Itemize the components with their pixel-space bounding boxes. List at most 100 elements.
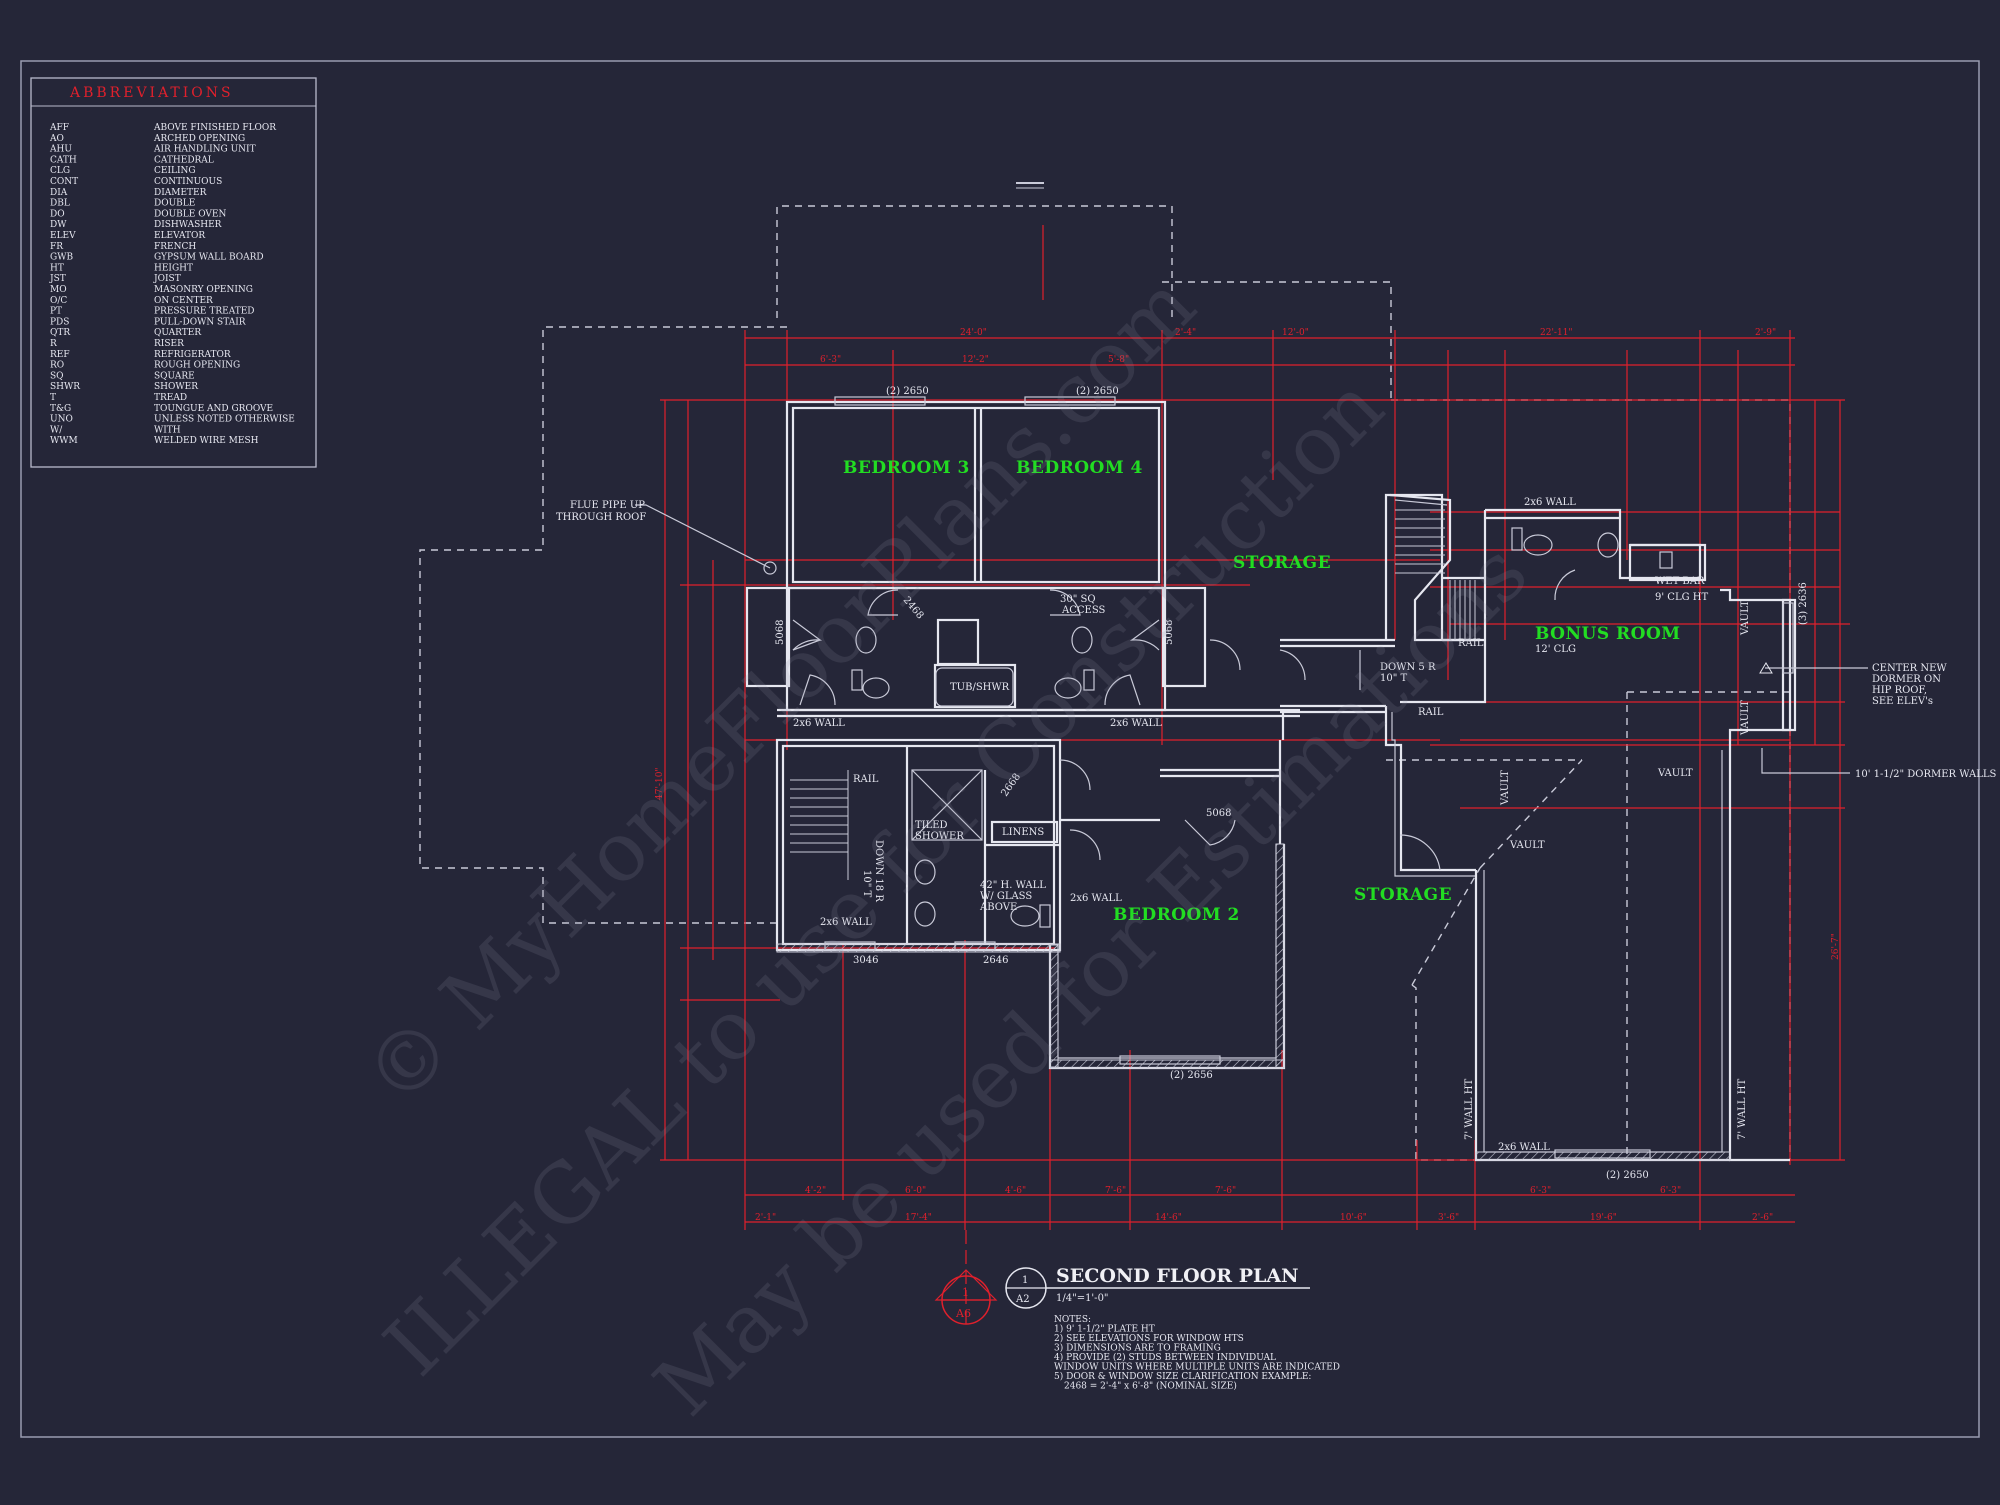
abbr-code: REF <box>50 350 70 360</box>
abbr-meaning: MASONRY OPENING <box>154 285 253 295</box>
rail-a: RAIL <box>853 774 879 785</box>
abbr-code: DBL <box>50 199 70 209</box>
door-5068-right: 5068 <box>1164 620 1175 645</box>
dim-bot-b: 6'-0" <box>905 1186 926 1196</box>
abbr-meaning: DIAMETER <box>154 188 207 198</box>
dim-top-24: 24'-0" <box>960 328 987 338</box>
abbr-code: R <box>50 339 57 349</box>
room-storage-lower: STORAGE <box>1354 885 1452 905</box>
dim-bot2-g: 2'-6" <box>1752 1213 1773 1223</box>
abbr-code: QTR <box>50 328 70 338</box>
abbr-code: W/ <box>50 425 63 435</box>
title-ref-sheet: A2 <box>1015 1294 1030 1305</box>
abbr-meaning: REFRIGERATOR <box>154 350 231 360</box>
sheet-border <box>20 60 1980 1438</box>
abbr-code: JST <box>49 274 66 284</box>
abbr-meaning: WITH <box>154 425 181 435</box>
dormer-note-3: HIP ROOF, <box>1872 685 1927 696</box>
window-3046: 3046 <box>853 955 878 966</box>
dormer-note-1: CENTER NEW <box>1872 663 1947 674</box>
dim-sub-12-2: 12'-2" <box>962 355 989 365</box>
note-line: 2468 = 2'-4" x 6'-8" (NOMINAL SIZE) <box>1064 1381 1237 1392</box>
plumbing-fixtures <box>763 527 1619 928</box>
dim-bot2-a: 2'-1" <box>755 1213 776 1223</box>
section-sheet: A6 <box>955 1307 971 1320</box>
dim-bot2-c: 14'-6" <box>1155 1213 1182 1223</box>
abbr-code: WWM <box>50 436 78 446</box>
note-line: NOTES: <box>1054 1315 1091 1325</box>
down-5r: DOWN 5 R <box>1380 662 1436 673</box>
abbr-code: RO <box>50 361 64 371</box>
stair-treads <box>790 509 1476 880</box>
abbr-meaning: ELEVATOR <box>154 231 205 241</box>
section-marker: 1 A6 <box>934 1269 998 1325</box>
abbr-code: PDS <box>50 317 69 327</box>
abbr-meaning: ARCHED OPENING <box>153 134 245 144</box>
vault-a: VAULT <box>1657 768 1693 779</box>
tiled-shower-1: TILED <box>915 820 948 831</box>
abbr-code: AHU <box>49 145 72 155</box>
abbr-meaning: DOUBLE <box>154 199 195 209</box>
dormer-note-4: SEE ELEV's <box>1872 696 1933 707</box>
down-5r-t: 10" T <box>1380 673 1408 684</box>
abbr-code: UNO <box>50 415 73 425</box>
wall-2x6-e: 2x6 WALL <box>1524 497 1576 508</box>
dim-bot-d: 7'-6" <box>1105 1186 1126 1196</box>
wall-2x6-f: 2x6 WALL <box>1498 1142 1550 1153</box>
abbr-meaning: PRESSURE TREATED <box>154 307 255 317</box>
abbreviations-title: ABBREVIATIONS <box>69 85 234 101</box>
window-2656: (2) 2656 <box>1170 1070 1213 1081</box>
tub-shower-label: TUB/SHWR <box>950 682 1010 693</box>
abbr-code: DO <box>50 209 65 219</box>
glass-wall-1: 42" H. WALL <box>980 880 1046 891</box>
room-labels: BEDROOM 3 BEDROOM 4 BEDROOM 2 STORAGE ST… <box>843 458 1681 925</box>
dim-right-overall: 26'-7" <box>1831 933 1841 960</box>
abbr-meaning: FRENCH <box>154 242 196 252</box>
vault-d: VAULT <box>1740 600 1751 636</box>
dim-left-overall: 47'-10" <box>655 767 665 800</box>
wall-2x6-a: 2x6 WALL <box>793 718 845 729</box>
vault-e: VAULT <box>1740 700 1751 736</box>
dormer-walls-leader <box>1761 748 1850 774</box>
attic-access-1: 30" SQ <box>1060 594 1096 605</box>
abbr-meaning: WELDED WIRE MESH <box>154 436 259 446</box>
flue-pipe-label-2: THROUGH ROOF <box>556 512 646 523</box>
dormer-note-2: DORMER ON <box>1872 674 1941 685</box>
glass-wall-2: W/ GLASS <box>980 891 1032 902</box>
down-stair-2: 10" T <box>861 870 872 898</box>
abbr-code: CATH <box>50 155 77 165</box>
attic-access-2: ACCESS <box>1061 605 1105 616</box>
abbr-meaning: ROUGH OPENING <box>154 361 240 371</box>
window-2650-right: (2) 2650 <box>1076 386 1119 397</box>
abbr-meaning: SHOWER <box>154 382 198 392</box>
note-line: 1) 9' 1-1/2" PLATE HT <box>1054 1324 1155 1335</box>
wall-height-left: 7' WALL HT <box>1464 1079 1475 1140</box>
plan-title-block: 1 A2 SECOND FLOOR PLAN 1/4"=1'-0" NOTES:… <box>1005 1265 1340 1392</box>
abbr-code: HT <box>50 263 64 273</box>
dim-sub-5-8: 5'-8" <box>1108 355 1129 365</box>
room-storage-upper: STORAGE <box>1233 553 1331 573</box>
dim-sub-6-3: 6'-3" <box>820 355 841 365</box>
down-stair-1: DOWN 18 R <box>873 840 884 902</box>
abbr-meaning: CEILING <box>154 166 196 176</box>
abbr-meaning: TOUNGUE AND GROOVE <box>154 404 273 414</box>
dim-top-2-9: 2'-9" <box>1755 328 1776 338</box>
plan-title: SECOND FLOOR PLAN <box>1056 1265 1298 1287</box>
room-bonus-room: BONUS ROOM <box>1535 624 1681 644</box>
note-line: 3) DIMENSIONS ARE TO FRAMING <box>1054 1343 1221 1354</box>
warning-icon <box>1759 662 1773 674</box>
abbr-code: CONT <box>50 177 78 187</box>
room-bedroom-2: BEDROOM 2 <box>1113 905 1240 925</box>
tiled-shower-2: SHOWER <box>915 831 964 842</box>
rail-b: RAIL <box>1458 638 1484 649</box>
dim-bot2-f: 19'-6" <box>1590 1213 1617 1223</box>
section-number: 1 <box>962 1286 969 1299</box>
room-bedroom-4: BEDROOM 4 <box>1016 458 1143 478</box>
linens-label: LINENS <box>1002 827 1044 838</box>
flue-pipe-label-1: FLUE PIPE UP <box>570 500 645 511</box>
dim-bot-f: 6'-3" <box>1530 1186 1551 1196</box>
vault-c: VAULT <box>1500 770 1511 806</box>
abbr-code: AFF <box>49 123 69 133</box>
